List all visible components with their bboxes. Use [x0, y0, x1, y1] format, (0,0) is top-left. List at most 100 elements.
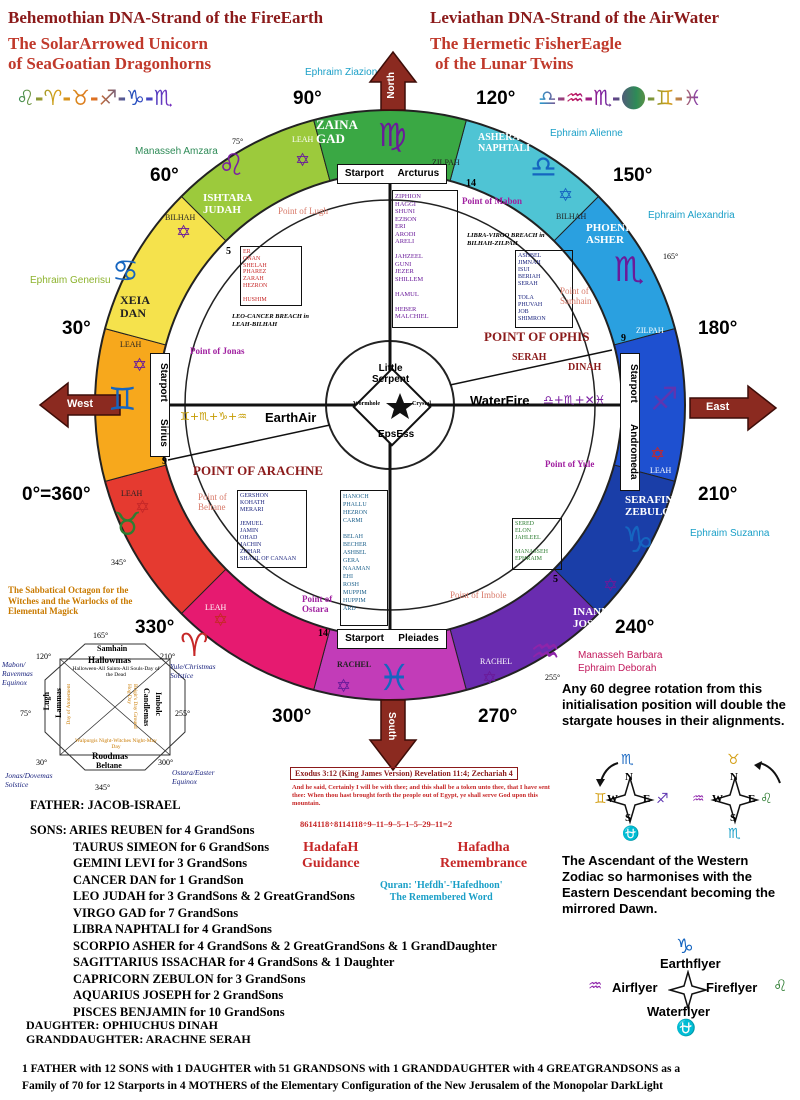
name-entry: HUSHIM [243, 296, 267, 303]
deg-120: 120° [476, 88, 516, 109]
deg-150: 150° [613, 165, 653, 186]
name-entry: KOHATH [240, 500, 265, 506]
oct-samhain: Samhain [97, 644, 128, 653]
son-entry: TAURUS SIMEON for 6 GrandSons [73, 839, 270, 854]
name-entry: ZIPHION [395, 193, 421, 200]
mc-left-right-glyph: ♐ [656, 791, 669, 807]
deg-60: 60° [150, 165, 179, 186]
name-entry: HEZRON [243, 282, 268, 289]
earthflyer-glyph: ♑ [676, 934, 694, 958]
label-manasseh-amzara: Manasseh Amzara [135, 146, 218, 157]
name-entry [395, 298, 455, 306]
name-entry: TOLA [518, 295, 534, 301]
point-yule: Point of Yule [545, 459, 595, 469]
label-dinah: DINAH [568, 362, 602, 373]
name-entry: PHALLU [343, 502, 367, 508]
deg-270: 270° [478, 706, 518, 727]
label-ephraim-alexandria: Ephraim Alexandria [648, 210, 735, 221]
father-label: FATHER: JACOB-ISRAEL [30, 798, 181, 812]
compass-west: West [67, 398, 94, 410]
name-entry: HUPPIM [343, 598, 366, 604]
rotation-note: Any 60 degree rotation from this initial… [562, 681, 786, 728]
name-entry: SHIMRON [518, 316, 546, 322]
compass-east: East [706, 401, 730, 413]
son-entry: CAPRICORN ZEBULON for 3 GrandSons [73, 971, 306, 986]
name-entry [240, 514, 304, 521]
name-entry: ER [243, 249, 251, 255]
name-entry [243, 290, 299, 297]
oct-mabon: Mabon/ Ravenmas Equinox [2, 660, 33, 687]
line-arachne [167, 424, 331, 461]
earthair-glyphs: ♊+♏+♑+♒ [180, 410, 248, 423]
name-entry: SHAUL OF CANAAN [240, 556, 297, 562]
right-zodiac-glyphs: ♎-♒-♏-⛎-♊-♓ [538, 86, 702, 110]
name-entry: ARD [343, 606, 356, 612]
mother-zilpah-top: ZILPAH [432, 158, 460, 167]
name-entry: JAHLEEL [515, 535, 541, 541]
mc-right-left-glyph: ♒ [692, 791, 705, 807]
oct-candlemas: Candlemas [142, 688, 151, 727]
deg-210: 210° [698, 484, 738, 505]
left-zodiac-glyphs: ♌-♈-♉-♐-♑-♏ [16, 86, 173, 110]
point-beltane: Point of Beltane [198, 492, 227, 512]
name-entry: SERED [515, 521, 535, 527]
name-entry [515, 542, 559, 549]
name-entry: HANOCH [343, 494, 369, 500]
oct-jonas: Jonas/Dovemas Solstice [5, 771, 53, 789]
name-entry: ZOHAR [240, 549, 261, 555]
name-entry: JACHIN [240, 542, 262, 548]
cancer-glyph-icon: ♋ [112, 254, 139, 289]
mother-zilpah-right: ZILPAH [636, 326, 664, 335]
num-14-bottom: 14 [318, 628, 328, 639]
center-epsess: EpsEss [378, 429, 415, 440]
mc-right-bottom-glyph: ♏ [728, 826, 741, 842]
earthflyer-label: Earthflyer [660, 956, 721, 971]
label-ephraim-deborah: Ephraim Deborah [578, 663, 657, 674]
oct-yule: Yule/Christmas Solstice [170, 662, 216, 680]
deg-180: 180° [698, 318, 738, 339]
sagittarius-glyph-icon: ♐ [650, 380, 679, 418]
name-entry: NAAMAN [343, 566, 370, 572]
son-entry: LEO JUDAH for 3 GrandSons & 2 GreatGrand… [73, 889, 355, 903]
name-entry: ROSH [343, 582, 360, 588]
airflyer-label: Airflyer [612, 980, 658, 995]
mother-bilhah-left: BILHAH [165, 213, 196, 222]
mc-left-bottom-glyph: ⛎ [622, 826, 640, 842]
name-entry: GERA [343, 558, 360, 564]
deg-255: 255° [545, 673, 561, 682]
waterfire-label: WaterFire [470, 393, 530, 408]
name-entry: EPHRAIM [515, 556, 543, 562]
star-icon: ✡ [603, 575, 619, 596]
oct-hallow-sub: Halloween-All Saints-All Souls-Day of th… [72, 666, 160, 678]
oct-lammas-sub: Day of Atonement [66, 684, 72, 725]
title-right-2: The Hermetic FisherEagle [430, 34, 622, 53]
mother-leah-left: LEAH [120, 340, 142, 349]
note-leo-cancer-breach: LEO-CANCER BREACH in LEAH-BILHAH [232, 313, 309, 328]
aquarius-glyph-icon: ♒ [530, 632, 561, 672]
west-arrow [38, 381, 121, 429]
mc-left-s: S [625, 812, 632, 824]
oct-255: 255° [175, 709, 191, 718]
note-libra-virgo-breach: LIBRA-VIRGO BREACH in BILHAH-ZILPAH [467, 232, 545, 247]
mc-right-s: S [730, 812, 737, 824]
name-entry: JEZER [395, 268, 414, 275]
name-entry: MUPPIM [343, 590, 367, 596]
name-entry: PHUVAH [518, 302, 543, 308]
title-left-1: Behemothian DNA-Strand of the FireEarth [8, 8, 324, 27]
name-entry: ASHBEL [343, 550, 367, 556]
oct-300: 300° [158, 758, 174, 767]
line-ophis [449, 349, 613, 386]
mother-bilhah-right: BILHAH [556, 212, 587, 221]
south-arrow [368, 699, 418, 772]
oct-lammas: Lammas [54, 688, 63, 718]
name-entry: BERIAH [518, 274, 541, 280]
